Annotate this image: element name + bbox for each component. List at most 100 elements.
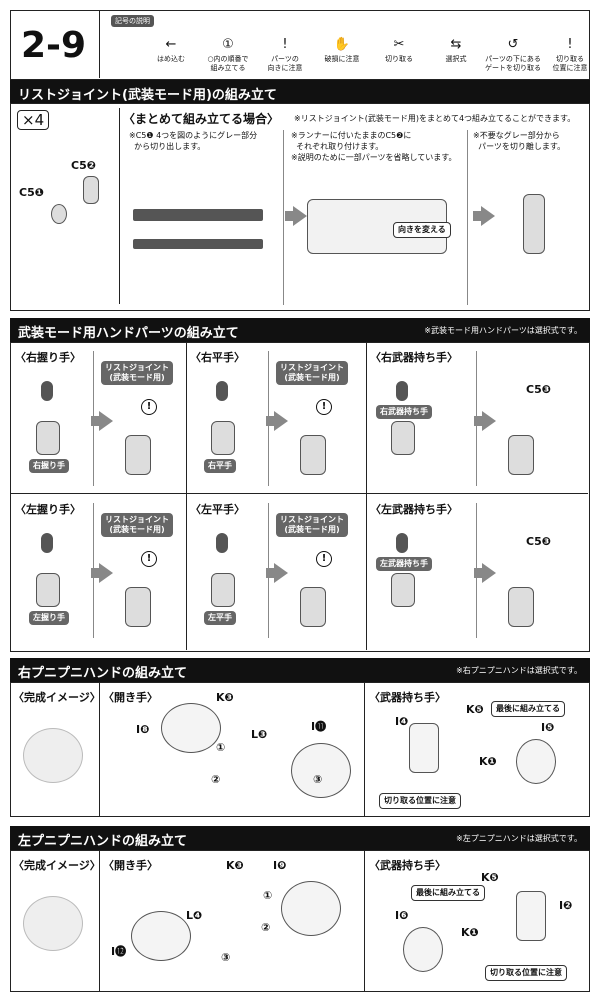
- section-wrist-joint: ×4 C5❷ C5❶ 〈まとめて組み立てる場合〉 ※リストジョイント(武装モード…: [10, 103, 590, 311]
- cell-title: 〈左武器持ち手〉: [370, 503, 458, 516]
- legend-label: はめ込む: [157, 55, 185, 63]
- assemble-last-label: 最後に組み立てる: [411, 885, 485, 901]
- part-label: I❺: [541, 721, 555, 734]
- wrist-joint-tag: リストジョイント (武装モード用): [101, 513, 173, 537]
- hand-illustration: [131, 911, 191, 961]
- direction-caution-icon: !: [282, 37, 288, 52]
- hand-illustration: [291, 743, 351, 798]
- part-illustration: [83, 176, 99, 204]
- wrist-joint-tag: リストジョイント (武装モード用): [276, 513, 348, 537]
- part-label: K❸: [216, 691, 234, 704]
- part-label: K❶: [479, 755, 497, 768]
- note: ※C5❶ 4つを図のようにグレー部分 から切り出します。: [129, 131, 258, 151]
- divider: [99, 851, 100, 991]
- step-number: 2-9: [21, 25, 87, 66]
- bulk-title: 〈まとめて組み立てる場合〉: [123, 112, 280, 126]
- section-wrist-joint-header: リストジョイント(武装モード用)の組み立て: [10, 80, 590, 104]
- hand-illustration: [403, 927, 443, 972]
- hand-illustration: [508, 435, 534, 475]
- bulk-note: ※リストジョイント(武装モード用)をまとめて4つ組み立てることができます。: [294, 114, 576, 123]
- note: ※不要なグレー部分から パーツを切り離します。: [473, 131, 566, 151]
- legend-label: ○内の順番で 組み立てる: [207, 55, 249, 72]
- order-number-icon: ①: [222, 37, 234, 52]
- wrist-joint-tag: リストジョイント (武装モード用): [276, 361, 348, 385]
- step-number: ①: [216, 741, 226, 754]
- cell-title: 〈右握り手〉: [15, 351, 81, 364]
- part-illustration: [523, 194, 545, 254]
- legend-label: 選択式: [445, 55, 467, 63]
- cell-title: 〈右武器持ち手〉: [370, 351, 458, 364]
- legend-label: 破損に注意: [324, 55, 360, 63]
- hand-tag: 右平手: [204, 459, 236, 473]
- part-label: C5❸: [526, 535, 552, 548]
- step-number: ②: [211, 773, 221, 786]
- breakage-caution-icon: ✋: [333, 37, 351, 52]
- hand-illustration: [211, 421, 235, 455]
- section-note: ※右プニプニハンドは選択式です。: [456, 666, 582, 675]
- step-number: ①: [263, 889, 273, 902]
- hand-illustration: [391, 573, 415, 607]
- step-number: ③: [313, 773, 323, 786]
- part-label: C5❶: [19, 186, 45, 199]
- part-label: L❸: [251, 728, 268, 741]
- hand-tag: 左武器持ち手: [376, 557, 432, 571]
- under-gate-cut-icon: ↺: [507, 37, 519, 52]
- complete-image: [23, 896, 83, 951]
- hand-tag: 左平手: [204, 611, 236, 625]
- part-illustration: [216, 533, 228, 553]
- cut-icon: ✂: [393, 37, 405, 52]
- divider: [364, 851, 365, 991]
- part-label: I⓫: [311, 720, 327, 733]
- cut-position-label: 切り取る位置に注意: [379, 793, 461, 809]
- part-label: I⓬: [111, 945, 127, 958]
- complete-title: 〈完成イメージ〉: [13, 691, 101, 704]
- weapon-title: 〈武器持ち手〉: [369, 691, 446, 704]
- option-icon: ⇆: [450, 37, 462, 52]
- quantity-badge: ×4: [17, 110, 50, 130]
- cell-title: 〈右平手〉: [190, 351, 245, 364]
- part-label: I❽: [136, 723, 150, 736]
- hand-illustration: [211, 573, 235, 607]
- weapon-title: 〈武器持ち手〉: [369, 859, 446, 872]
- part-illustration: [216, 381, 228, 401]
- next-arrow-icon: [474, 411, 496, 431]
- section-note: ※武装モード用ハンドパーツは選択式です。: [424, 326, 582, 335]
- part-illustration: [41, 533, 53, 553]
- part-label: L❹: [186, 909, 203, 922]
- hand-illustration: [300, 435, 326, 475]
- cut-position-label: 切り取る位置に注意: [485, 965, 567, 981]
- direction-caution-icon: !: [141, 551, 157, 567]
- assemble-last-label: 最後に組み立てる: [491, 701, 565, 717]
- next-arrow-icon: [91, 411, 113, 431]
- cut-position-icon: !: [567, 37, 573, 52]
- open-title: 〈開き手〉: [103, 691, 158, 704]
- part-label: C5❸: [526, 383, 552, 396]
- cell-title: 〈左平手〉: [190, 503, 245, 516]
- section-hand-parts-header: 武装モード用ハンドパーツの組み立て※武装モード用ハンドパーツは選択式です。: [10, 318, 590, 342]
- push-in-arrow-icon: ←: [165, 37, 177, 52]
- part-label: I❻: [395, 909, 409, 922]
- note: ※ランナーに付いたままのC5❷に それぞれ取り付けます。 ※説明のために一部パー…: [291, 131, 457, 162]
- part-label: K❺: [466, 703, 484, 716]
- part-illustration: [396, 381, 408, 401]
- hand-illustration: [516, 891, 546, 941]
- runner-illustration: [133, 239, 263, 249]
- divider: [99, 683, 100, 816]
- part-label: C5❷: [71, 159, 97, 172]
- hand-illustration: [516, 739, 556, 784]
- hand-illustration: [36, 573, 60, 607]
- next-arrow-icon: [266, 563, 288, 583]
- section-title: 右プニプニハンドの組み立て: [18, 666, 188, 681]
- section-left-puni-header: 左プニプニハンドの組み立て※左プニプニハンドは選択式です。: [10, 826, 590, 850]
- hand-tag: 右武器持ち手: [376, 405, 432, 419]
- section-right-puni-header: 右プニプニハンドの組み立て ※右プニプニハンドは選択式です。: [10, 658, 590, 682]
- complete-title: 〈完成イメージ〉: [13, 859, 101, 872]
- direction-caution-icon: !: [316, 399, 332, 415]
- turn-label: 向きを変える: [393, 222, 451, 238]
- part-illustration: [51, 204, 67, 224]
- hand-illustration: [161, 703, 221, 753]
- hand-illustration: [391, 421, 415, 455]
- legend-title: 記号の説明: [111, 15, 154, 27]
